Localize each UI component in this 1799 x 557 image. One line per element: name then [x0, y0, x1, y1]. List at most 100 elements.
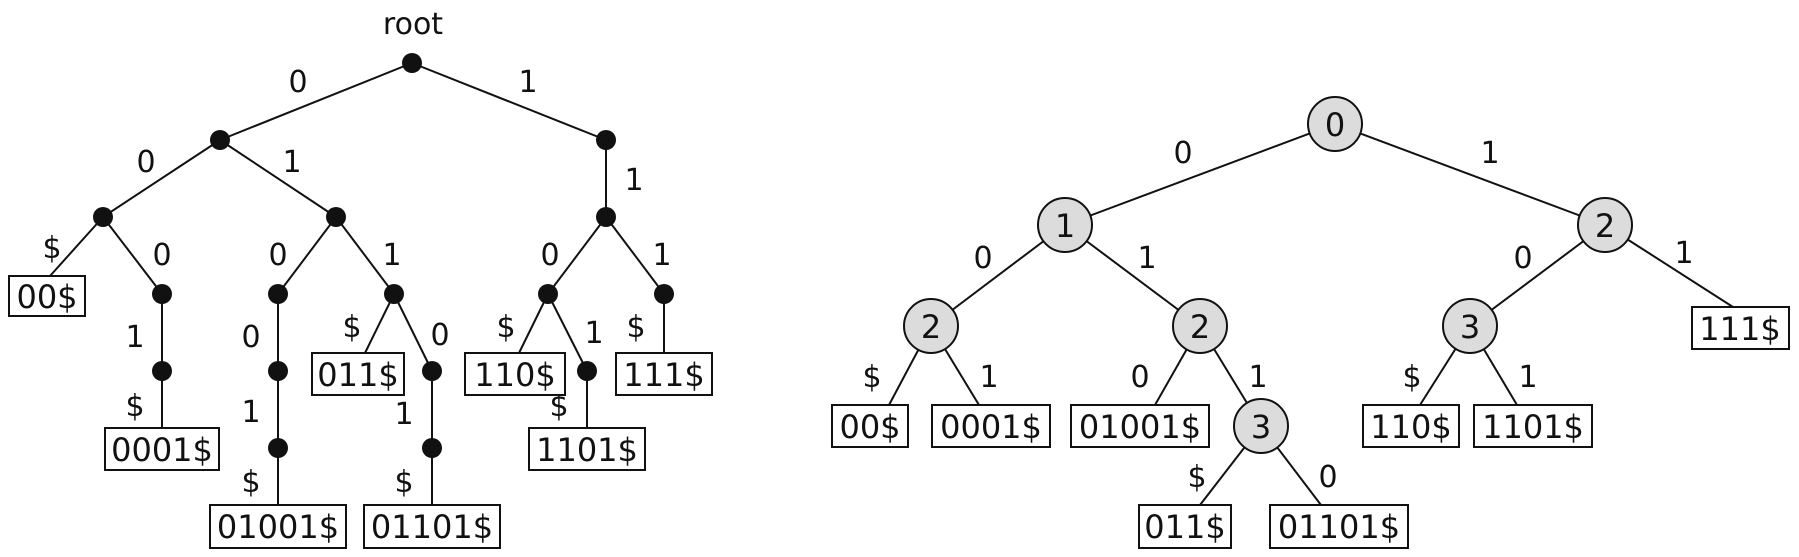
leaf-box	[464, 352, 566, 396]
right-trie: 0 1 2 2 2 3 3 0 1 0 1 0 1 $ 1 0 1	[831, 96, 1790, 549]
edge-label: $	[1187, 460, 1206, 495]
trie-node	[1233, 398, 1289, 454]
edge-label: $	[1402, 360, 1421, 395]
leaf-label: 011$	[317, 356, 398, 394]
edge	[605, 216, 665, 295]
left-edges	[49, 62, 665, 505]
edge-label: 1	[394, 397, 413, 432]
right-edge-labels: 0 1 0 1 0 1 $ 1 0 1 $ 0 $ 1	[862, 136, 1693, 495]
edge-label: 1	[1518, 360, 1537, 395]
leaf-label: 1101$	[536, 431, 638, 469]
root-label: root	[383, 7, 443, 42]
edge-label: 1	[282, 145, 301, 180]
node-label: 3	[1251, 408, 1271, 446]
right-nodes: 0 1 2 2 2 3 3	[903, 96, 1633, 454]
leaf-label: 01001$	[1079, 408, 1201, 446]
edge-label: 1	[125, 320, 144, 355]
edge	[364, 293, 395, 354]
trie-node	[538, 284, 558, 304]
right-leaves: 00$ 0001$ 01001$ 011$ 01101$ 110$ 1101$ …	[831, 306, 1790, 549]
leaf-label: 110$	[1370, 408, 1451, 446]
edge-label: $	[125, 389, 144, 424]
edge	[102, 139, 221, 218]
edge-label: $	[549, 389, 568, 424]
edge	[1064, 224, 1201, 327]
trie-node	[1172, 298, 1228, 354]
trie-node	[422, 438, 442, 458]
trie-node	[422, 361, 442, 381]
edge	[219, 62, 413, 141]
trie-node	[1577, 197, 1633, 253]
trie-node	[577, 361, 597, 381]
leaf-box	[1070, 404, 1210, 448]
edge-label: 0	[1173, 136, 1192, 171]
edge-label: 0	[241, 320, 260, 355]
leaf-label: 0001$	[940, 408, 1042, 446]
edge	[335, 216, 395, 295]
leaf-box	[8, 275, 86, 317]
trie-node	[93, 207, 113, 227]
edge	[1469, 224, 1606, 327]
edge-label: 0	[1513, 241, 1532, 276]
node-label: 2	[921, 308, 941, 346]
edge-label: 1	[241, 395, 260, 430]
edge-label: 0	[268, 238, 287, 273]
trie-node	[268, 284, 288, 304]
leaf-box	[209, 504, 347, 549]
trie-node	[654, 284, 674, 304]
edge-label: 1	[1137, 241, 1156, 276]
edge-label: 0	[540, 238, 559, 273]
edge-label: $	[626, 310, 645, 345]
left-leaves: 00$ 0001$ 01001$ 011$ 01101$ 110$ 1101$ …	[8, 275, 713, 549]
trie-node	[152, 361, 172, 381]
leaf-box	[528, 427, 646, 471]
trie-node	[903, 298, 959, 354]
leaf-label: 0001$	[111, 431, 213, 469]
trie-node	[152, 284, 172, 304]
edge-label: 0	[152, 238, 171, 273]
edge-label: 1	[518, 65, 537, 100]
left-edge-labels: 0 1 0 1 $ 0 1 $ 0 1 0 1 $ $ 0 1 $ 1 0 1 …	[42, 65, 671, 500]
edge-label: 1	[1480, 136, 1499, 171]
edge-label: 1	[1674, 236, 1693, 271]
trie-node	[268, 361, 288, 381]
edge-label: 0	[136, 145, 155, 180]
edge-label: $	[42, 231, 61, 266]
edge-label: $	[241, 465, 260, 500]
leaf-box	[831, 404, 909, 448]
node-label: 1	[1055, 207, 1075, 245]
edge-label: $	[496, 310, 515, 345]
leaf-box	[1269, 504, 1409, 549]
leaf-label: 111$	[1699, 310, 1780, 348]
edge-label: 1	[584, 316, 603, 351]
edge-label: 0	[430, 318, 449, 353]
leaf-box	[1473, 404, 1593, 448]
edge	[518, 293, 549, 354]
leaf-box	[311, 352, 405, 396]
trie-node	[1307, 96, 1363, 152]
leaf-box	[1138, 504, 1232, 549]
edge-label: 1	[1248, 360, 1267, 395]
leaf-box	[615, 352, 713, 396]
edge	[1334, 123, 1606, 226]
trie-node	[1442, 298, 1498, 354]
left-nodes	[93, 53, 674, 458]
edge-label: 1	[382, 238, 401, 273]
leaf-box	[104, 427, 220, 471]
edge-label: $	[342, 310, 361, 345]
leaf-label: 01001$	[217, 508, 339, 546]
edge-label: $	[862, 360, 881, 395]
left-trie: root 0 1 0 1 $ 0 1 $ 0 1 0 1 $ $ 0 1 $ 1…	[8, 7, 713, 549]
edge	[102, 216, 163, 295]
node-label: 0	[1325, 106, 1345, 144]
edge	[547, 293, 588, 372]
edge-label: 1	[624, 163, 643, 198]
node-label: 3	[1460, 308, 1480, 346]
edge	[277, 216, 337, 295]
leaf-box	[363, 504, 501, 549]
node-label: 2	[1190, 308, 1210, 346]
trie-node	[268, 438, 288, 458]
leaf-label: 01101$	[371, 508, 493, 546]
edge-label: $	[394, 465, 413, 500]
edge-label: 0	[1318, 460, 1337, 495]
